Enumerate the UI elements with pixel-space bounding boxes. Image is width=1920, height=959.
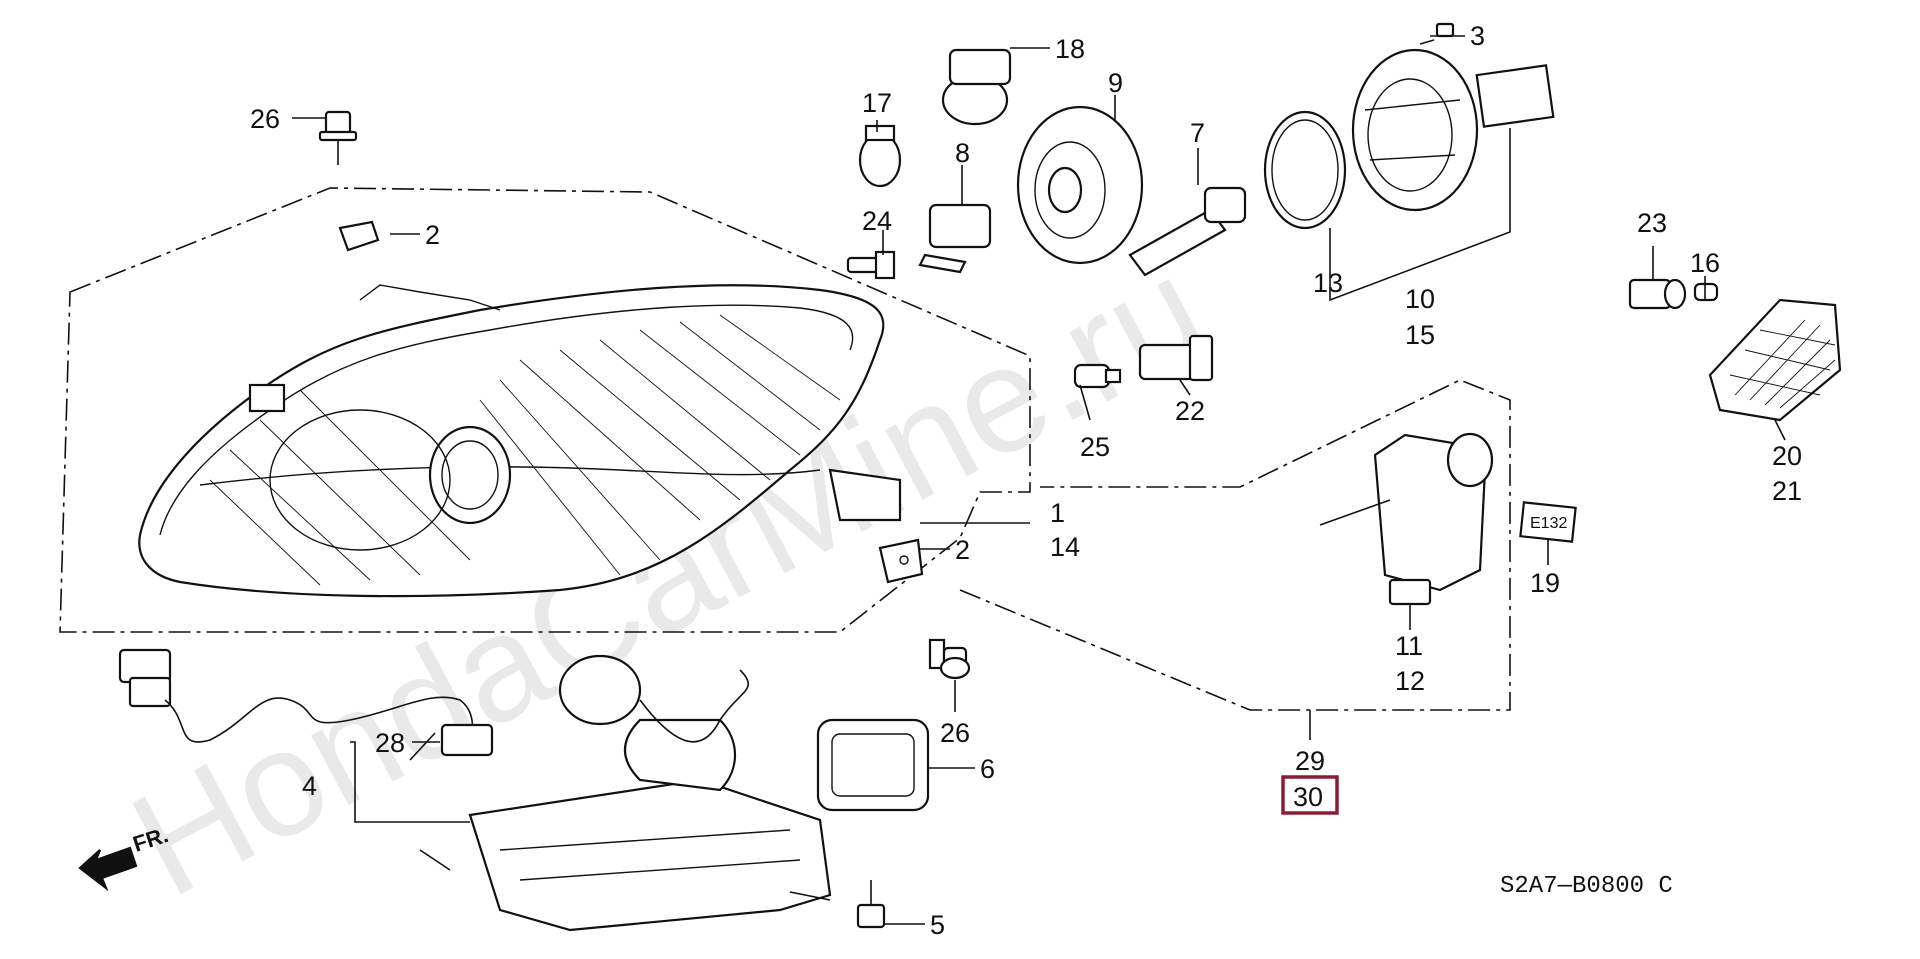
gasket-13 [1263,110,1347,230]
callout-24: 24 [862,206,892,236]
socket-22 [1138,334,1214,382]
front-direction-arrow-icon [78,846,138,892]
svg-text:E132: E132 [1530,515,1567,532]
callout-21: 21 [1772,476,1802,506]
bracket-10-13 [1329,128,1511,302]
callout-2-middle: 2 [955,535,970,565]
headlight-housing [138,284,902,598]
callout-25: 25 [1080,432,1110,462]
callout-19: 19 [1530,568,1560,598]
badge-19: E132 [1519,501,1577,543]
side-marker-20-21 [1708,298,1842,422]
headlight-group-outline [59,187,1031,633]
screw-5 [856,880,886,929]
callout-26-lower: 26 [940,718,970,748]
clip-2-top [338,220,380,252]
callout-12: 12 [1395,666,1425,696]
socket-8 [918,203,992,274]
socket-18 [941,48,1012,126]
callout-7: 7 [1190,118,1205,148]
callout-26-top: 26 [250,104,280,134]
cover-9 [1016,105,1144,265]
socket-23 [1628,278,1687,310]
ballast-unit [468,654,832,932]
callout-3: 3 [1470,21,1485,51]
screw-3 [1419,22,1455,45]
callout-8: 8 [955,138,970,168]
callout-20: 20 [1772,441,1802,471]
callout-9: 9 [1108,68,1123,98]
bulb-16 [1693,282,1719,302]
gasket-6 [816,718,930,812]
bulb-17 [858,124,902,188]
callout-1: 1 [1050,498,1065,528]
callout-30-highlight [1281,775,1339,815]
callout-14: 14 [1050,532,1080,562]
bulb-25 [1073,363,1122,389]
callout-labels: 1 14 2 2 3 4 5 6 7 8 9 10 15 11 12 13 16… [250,21,1802,940]
callout-5: 5 [930,910,945,940]
actuator-group-outline [959,379,1511,711]
bolt-26-lower [928,638,971,680]
callout-16: 16 [1690,248,1720,278]
callout-30[interactable]: 30 [1293,782,1323,812]
bulb-cover-10 [1351,48,1479,212]
callout-22: 22 [1175,396,1205,426]
label-plate-3 [1475,64,1555,128]
callout-10: 10 [1405,284,1435,314]
callout-4: 4 [302,771,317,801]
callout-17: 17 [862,88,892,118]
bulb-24 [846,250,896,280]
leader-lines [292,35,1786,925]
hid-bulb-7 [1128,186,1247,277]
callout-11: 11 [1395,631,1423,661]
diagram-reference-code: S2A7—B0800 C [1500,873,1673,900]
callout-6: 6 [980,754,995,784]
callout-28: 28 [375,728,405,758]
bolt-26-top [318,110,358,165]
wire-harness-4 [118,648,494,757]
leveling-actuator-11-12 [1319,432,1494,606]
callout-29: 29 [1295,746,1325,776]
callout-23: 23 [1637,208,1667,238]
callout-13: 13 [1313,268,1343,298]
callout-18: 18 [1055,34,1085,64]
clip-2-middle [878,538,924,584]
callout-15: 15 [1405,320,1435,350]
callout-2-top: 2 [425,220,440,250]
